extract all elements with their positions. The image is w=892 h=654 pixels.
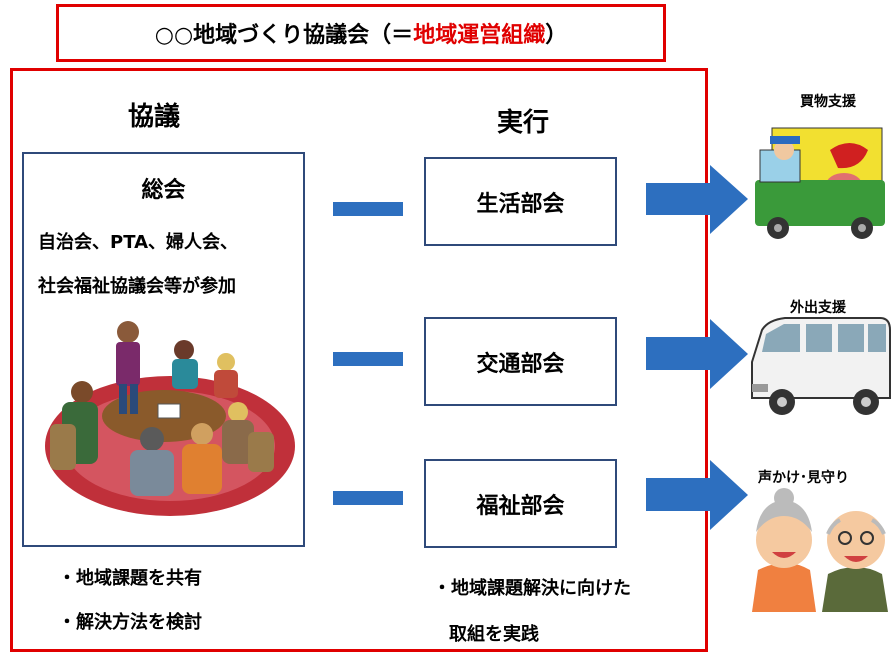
title-suffix: ） xyxy=(545,23,568,48)
dept-living: 生活部会 xyxy=(424,157,617,246)
support-shopping-label: 買物支援 xyxy=(800,94,856,110)
meeting-illustration xyxy=(45,321,295,516)
elderly-couple-icon xyxy=(752,488,888,612)
van-icon xyxy=(751,317,891,415)
dept-transport-label: 交通部会 xyxy=(476,351,565,377)
left-bullet-2: ・解決方法を検討 xyxy=(58,612,202,633)
execution-heading: 実行 xyxy=(497,108,550,138)
connector-1 xyxy=(333,202,403,216)
support-watch-label: 声かけ･見守り xyxy=(758,470,849,486)
assembly-members-line2: 社会福祉協議会等が参加 xyxy=(38,276,236,297)
dept-living-label: 生活部会 xyxy=(476,191,565,217)
dept-transport: 交通部会 xyxy=(424,317,617,406)
connector-2 xyxy=(333,352,403,366)
title-prefix: ○○地域づくり協議会（＝ xyxy=(154,23,414,48)
assembly-members-line1: 自治会、PTA、婦人会、 xyxy=(38,232,239,253)
general-assembly-panel: 総会 自治会、PTA、婦人会、 社会福祉協議会等が参加 xyxy=(22,152,305,547)
right-bullet-1: ・地域課題解決に向けた xyxy=(433,578,631,599)
dept-welfare: 福祉部会 xyxy=(424,459,617,548)
delivery-truck-icon xyxy=(755,127,885,239)
right-bullet-2: 取組を実践 xyxy=(449,624,539,645)
dept-welfare-label: 福祉部会 xyxy=(476,493,565,519)
council-title: ○○地域づくり協議会（＝地域運営組織） xyxy=(56,4,666,62)
title-accent: 地域運営組織 xyxy=(413,23,546,48)
connector-3 xyxy=(333,491,403,505)
assembly-title: 総会 xyxy=(141,178,186,203)
deliberation-heading: 協議 xyxy=(128,102,181,132)
left-bullet-1: ・地域課題を共有 xyxy=(58,568,202,589)
support-outing-label: 外出支援 xyxy=(790,300,846,316)
